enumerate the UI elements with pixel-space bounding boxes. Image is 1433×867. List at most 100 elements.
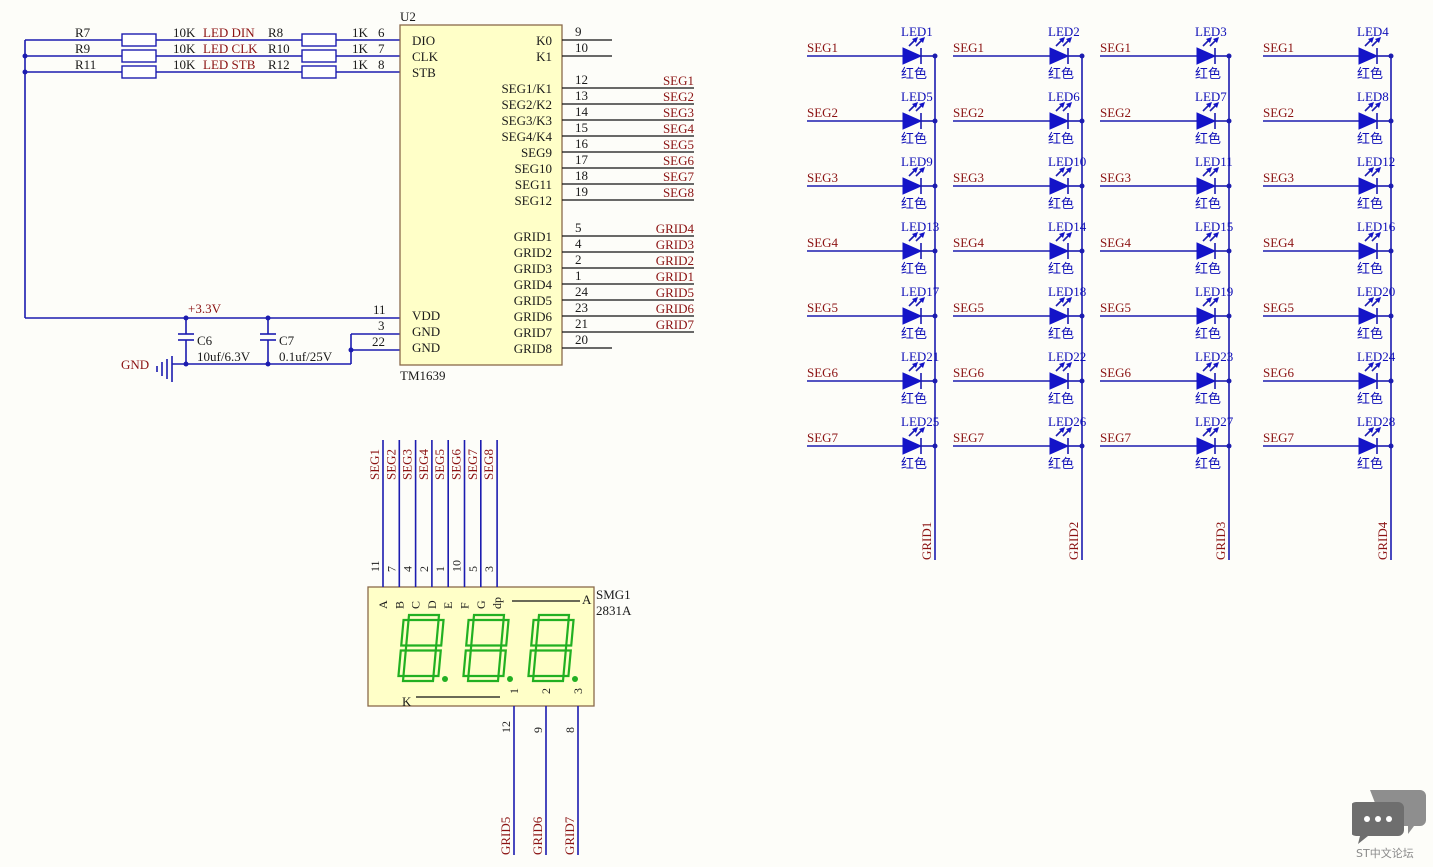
led-color-label: 红色 [1357,131,1383,147]
led-seg-label: SEG4 [1263,235,1295,250]
net-grid3: GRID3 [656,237,694,252]
led-designator: LED18 [1048,284,1086,299]
led-seg-label: SEG3 [807,170,838,185]
res-r9-label: R9 [75,41,90,56]
seg-letter: F [458,602,472,609]
res-r10-value: 1K [352,41,369,56]
led-designator: LED24 [1357,349,1396,364]
net-grid6: GRID6 [656,301,695,316]
cap-c6-value: 10uf/6.3V [197,349,251,364]
led-seg-label: SEG6 [953,365,985,380]
segment [465,618,475,647]
res-r9-value: 10K [173,41,196,56]
pin-num-17: 17 [575,152,589,167]
led-color-label: 红色 [1357,391,1383,407]
seg-pin-number: 10 [450,560,464,572]
seg-letter: B [392,601,406,609]
led-seg-label: SEG5 [953,300,984,315]
led-seg-label: SEG5 [1263,300,1294,315]
seg-net-label: SEG3 [400,449,415,480]
seg-pin-number: 2 [417,566,431,572]
seg-net-label: SEG4 [416,448,431,480]
led-designator: LED13 [901,219,939,234]
pin-name-seg4-k4: SEG4/K4 [501,129,552,144]
led-color-label: 红色 [1195,261,1221,277]
led-seg-label: SEG7 [1263,430,1295,445]
pin-name-k1: K1 [536,49,552,64]
pin-num-19: 19 [575,184,588,199]
led-designator: LED9 [901,154,933,169]
digit-3 [527,613,578,683]
pin-num-20: 20 [575,332,588,347]
led-designator: LED19 [1195,284,1233,299]
pin-name-grid8: GRID8 [514,341,552,356]
seg-letter: C [409,601,423,609]
pin-name-grid6: GRID6 [514,309,553,324]
pin-num-2: 2 [575,252,582,267]
led-designator: LED2 [1048,24,1080,39]
led-color-label: 红色 [1195,391,1221,407]
pin-name-vdd: VDD [412,308,440,323]
net-grid2: GRID2 [656,253,694,268]
led-seg-label: SEG5 [807,300,838,315]
net-grid4: GRID4 [656,221,695,236]
led-designator: LED5 [901,89,933,104]
led-color-label: 红色 [901,456,927,472]
segment [565,618,575,647]
led-color-label: 红色 [1357,261,1383,277]
cap-c6-label: C6 [197,333,213,348]
led-designator: LED4 [1357,24,1389,39]
segment [400,618,410,647]
pin-name-grid1: GRID1 [514,229,552,244]
net-grid5: GRID5 [656,285,694,300]
segment [500,618,510,647]
pin-name-grid3: GRID3 [514,261,552,276]
res-r11-label: R11 [75,57,96,72]
seg-pin-number: 1 [433,566,447,572]
display-segment-pins: SEG111ASEG27BSEG34CSEG42DSEG51ESEG610FSE… [367,440,504,609]
pin-num-16: 16 [575,136,589,151]
decimal-point [572,676,578,682]
display-digits [397,613,578,683]
pin-num-24: 24 [575,284,589,299]
led-designator: LED25 [901,414,939,429]
led-seg-label: SEG3 [1263,170,1294,185]
segment [435,618,445,647]
digit-index: 2 [539,688,553,694]
led-seg-label: SEG7 [1100,430,1132,445]
seg-net-label: SEG7 [465,448,480,480]
segment [562,649,572,678]
cap-c7-label: C7 [279,333,295,348]
power-section: +3.3V GND C6 10uf/6.3V C7 0.1uf/25V 11 3… [25,301,400,382]
tm1639-chip: U2 TM1639 DIO CLK STB VDD GND GND K09K11… [399,9,695,383]
pin-num-23: 23 [575,300,588,315]
seg-pin-number: 7 [384,566,398,572]
led-seg-label: SEG4 [1100,235,1132,250]
digit-index: 1 [507,688,521,694]
display-part-number: 2831A [596,603,632,618]
led-color-label: 红色 [1048,196,1074,212]
forum-logo-icon [1352,790,1426,844]
net-seg5: SEG5 [663,137,694,152]
grid-label-grid3: GRID3 [1213,522,1228,560]
led-seg-label: SEG1 [1263,40,1294,55]
digit-1 [397,613,448,683]
seg-net-label: SEG6 [449,448,464,480]
seg-letter: E [441,602,455,609]
display-anode-label: A [582,592,592,607]
seg-pin-number: 4 [401,566,415,572]
led-color-label: 红色 [1048,456,1074,472]
led-color-label: 红色 [1195,66,1221,82]
pin-num-stb: 8 [378,57,385,72]
forum-watermark-text: ST中文论坛 [1356,847,1414,860]
led-seg-label: SEG3 [1100,170,1131,185]
segment [462,649,472,678]
